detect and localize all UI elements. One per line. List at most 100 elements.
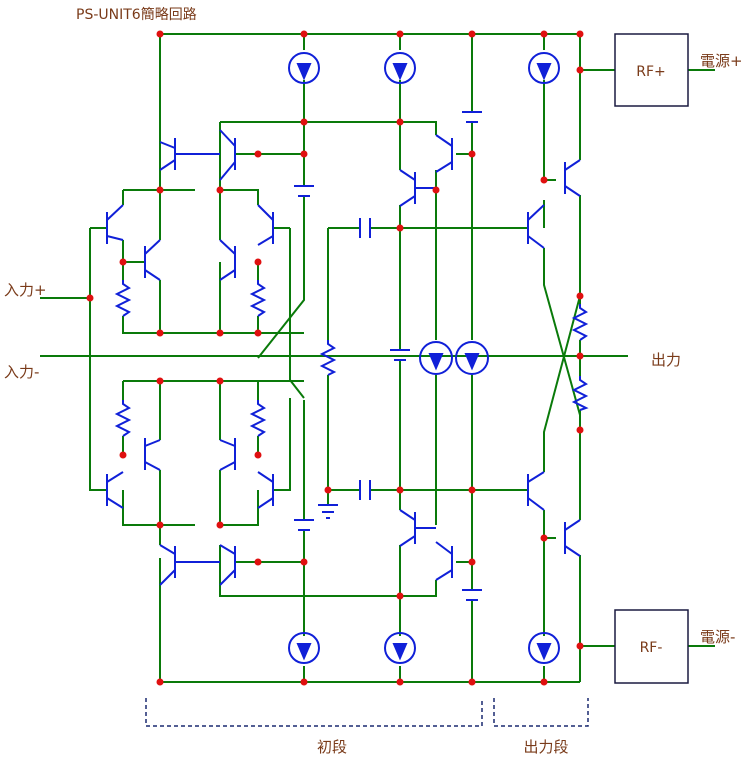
- junction-dot: [576, 30, 584, 38]
- junction-dot: [119, 451, 127, 459]
- section-output-label: 出力段: [523, 738, 568, 756]
- transistor-icon: [219, 544, 236, 586]
- junction-dot: [396, 30, 404, 38]
- transistor-icon: [219, 438, 236, 471]
- transistor-icon: [219, 239, 236, 281]
- supply-minus-label: 電源-: [700, 628, 735, 646]
- transistor-icon: [106, 471, 124, 509]
- junction-dot: [216, 186, 224, 194]
- rf-plus-label: RF+: [636, 64, 666, 80]
- components: [106, 52, 589, 664]
- capacitor-icon: [359, 480, 371, 500]
- junction-dot: [300, 150, 308, 158]
- junction-dot: [156, 521, 164, 529]
- transistor-icon: [257, 204, 274, 246]
- junction-dot: [468, 30, 476, 38]
- junction-dot: [540, 534, 548, 542]
- junction-dot: [254, 258, 262, 266]
- current-source-top-3-icon: [528, 52, 560, 84]
- junction-dot: [432, 186, 440, 194]
- junction-dot: [156, 186, 164, 194]
- transistor-icon: [159, 138, 220, 171]
- current-source-bottom-2-icon: [384, 632, 416, 664]
- junction-dot: [540, 678, 548, 686]
- current-source-top-1-icon: [288, 52, 320, 84]
- junction-dot: [254, 558, 262, 566]
- junction-dot: [119, 258, 127, 266]
- junction-dot: [396, 678, 404, 686]
- resistor-icon: [571, 304, 589, 341]
- transistor-icon: [219, 129, 236, 181]
- junction-dot: [468, 558, 476, 566]
- junction-dot: [396, 224, 404, 232]
- junction-dot: [396, 592, 404, 600]
- junction-dot: [540, 30, 548, 38]
- section-input-label: 初段: [317, 738, 347, 756]
- voltage-source-icon: [294, 185, 314, 197]
- junction-dot: [468, 486, 476, 494]
- rf-minus-block: [614, 609, 689, 684]
- section-brackets: [145, 698, 589, 727]
- current-source-mid-2-icon: [455, 341, 489, 375]
- voltage-source-icon: [462, 111, 482, 123]
- transistor-icon: [564, 519, 581, 557]
- junction-dot: [396, 118, 404, 126]
- junction-dot: [576, 642, 584, 650]
- junction-dot: [576, 426, 584, 434]
- transistor-icon: [399, 509, 436, 547]
- junction-dot: [254, 150, 262, 158]
- wiring: [40, 33, 715, 683]
- ground-icon: [318, 504, 338, 519]
- junction-dot: [576, 292, 584, 300]
- transistor-icon: [435, 134, 453, 173]
- current-source-mid-1-icon: [419, 341, 453, 375]
- voltage-source-icon: [462, 589, 482, 601]
- junction-dot: [300, 118, 308, 126]
- junction-dots: [86, 30, 584, 686]
- junction-dot: [216, 377, 224, 385]
- junction-dot: [86, 294, 94, 302]
- junction-dot: [300, 558, 308, 566]
- transistor-icon: [527, 471, 545, 511]
- junction-dot: [156, 30, 164, 38]
- resistor-icon: [571, 376, 589, 411]
- transistor-icon: [106, 204, 124, 244]
- rf-plus-block: [614, 33, 689, 107]
- junction-dot: [468, 678, 476, 686]
- current-source-bottom-3-icon: [528, 632, 560, 664]
- input-plus-label: 入力+: [4, 281, 47, 299]
- junction-dot: [324, 486, 332, 494]
- transistor-icon: [159, 544, 220, 586]
- junction-dot: [216, 329, 224, 337]
- resistor-icon: [249, 400, 267, 437]
- rf-minus-label: RF-: [640, 640, 663, 656]
- junction-dot: [156, 678, 164, 686]
- junction-dot: [156, 377, 164, 385]
- capacitor-icon: [359, 218, 371, 238]
- junction-dot: [156, 329, 164, 337]
- transistor-icon: [527, 204, 545, 249]
- junction-dot: [254, 451, 262, 459]
- input-minus-label: 入力-: [4, 363, 39, 381]
- transistor-icon: [144, 239, 161, 281]
- junction-dot: [576, 352, 584, 360]
- junction-dot: [300, 678, 308, 686]
- junction-dot: [468, 150, 476, 158]
- junction-dot: [576, 66, 584, 74]
- diagram-title: PS-UNIT6簡略回路: [76, 7, 197, 23]
- resistor-icon: [319, 340, 337, 376]
- current-source-top-2-icon: [384, 52, 416, 84]
- junction-dot: [396, 486, 404, 494]
- resistor-icon: [114, 280, 132, 317]
- output-label: 出力: [651, 351, 681, 369]
- supply-plus-label: 電源+: [700, 52, 743, 70]
- transistor-icon: [435, 541, 453, 581]
- junction-dot: [254, 329, 262, 337]
- resistor-icon: [249, 280, 267, 317]
- transistor-icon: [144, 438, 161, 471]
- voltage-source-icon: [390, 349, 410, 361]
- junction-dot: [540, 176, 548, 184]
- junction-dot: [300, 30, 308, 38]
